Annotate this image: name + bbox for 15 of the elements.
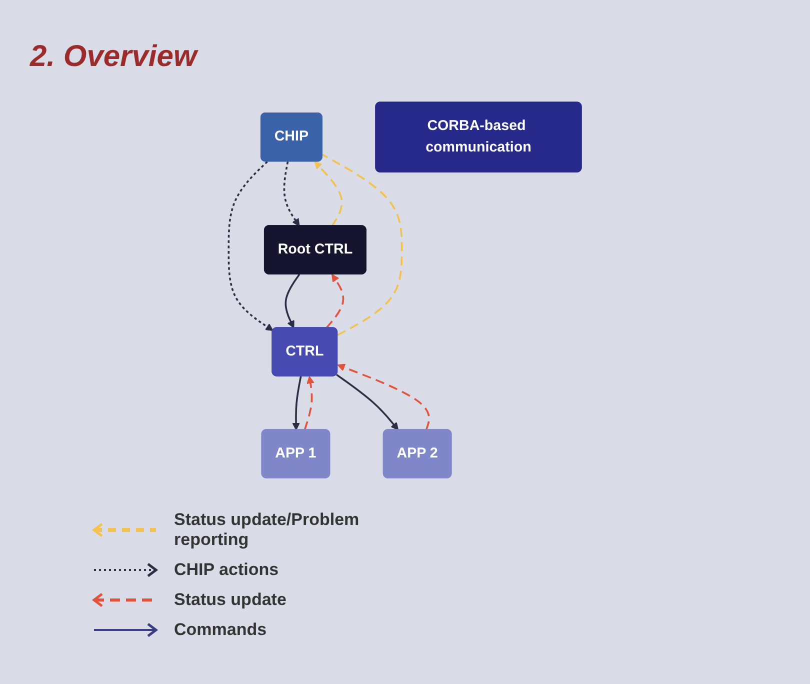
arrow — [326, 274, 344, 329]
arrow — [292, 376, 302, 430]
legend-text: CHIP actions — [174, 560, 279, 580]
slide-title: 2. Overview — [30, 40, 197, 74]
legend-text: Status update/Problem reporting — [174, 510, 360, 550]
legend-text: Commands — [174, 620, 267, 640]
arrow — [304, 376, 314, 430]
legend-text: Status update — [174, 590, 286, 610]
arrow — [337, 364, 430, 430]
arrow — [336, 374, 399, 430]
connector — [322, 154, 403, 336]
arrow — [283, 161, 300, 226]
arrow — [314, 161, 343, 227]
arrow — [228, 161, 274, 331]
arrow — [284, 274, 300, 328]
